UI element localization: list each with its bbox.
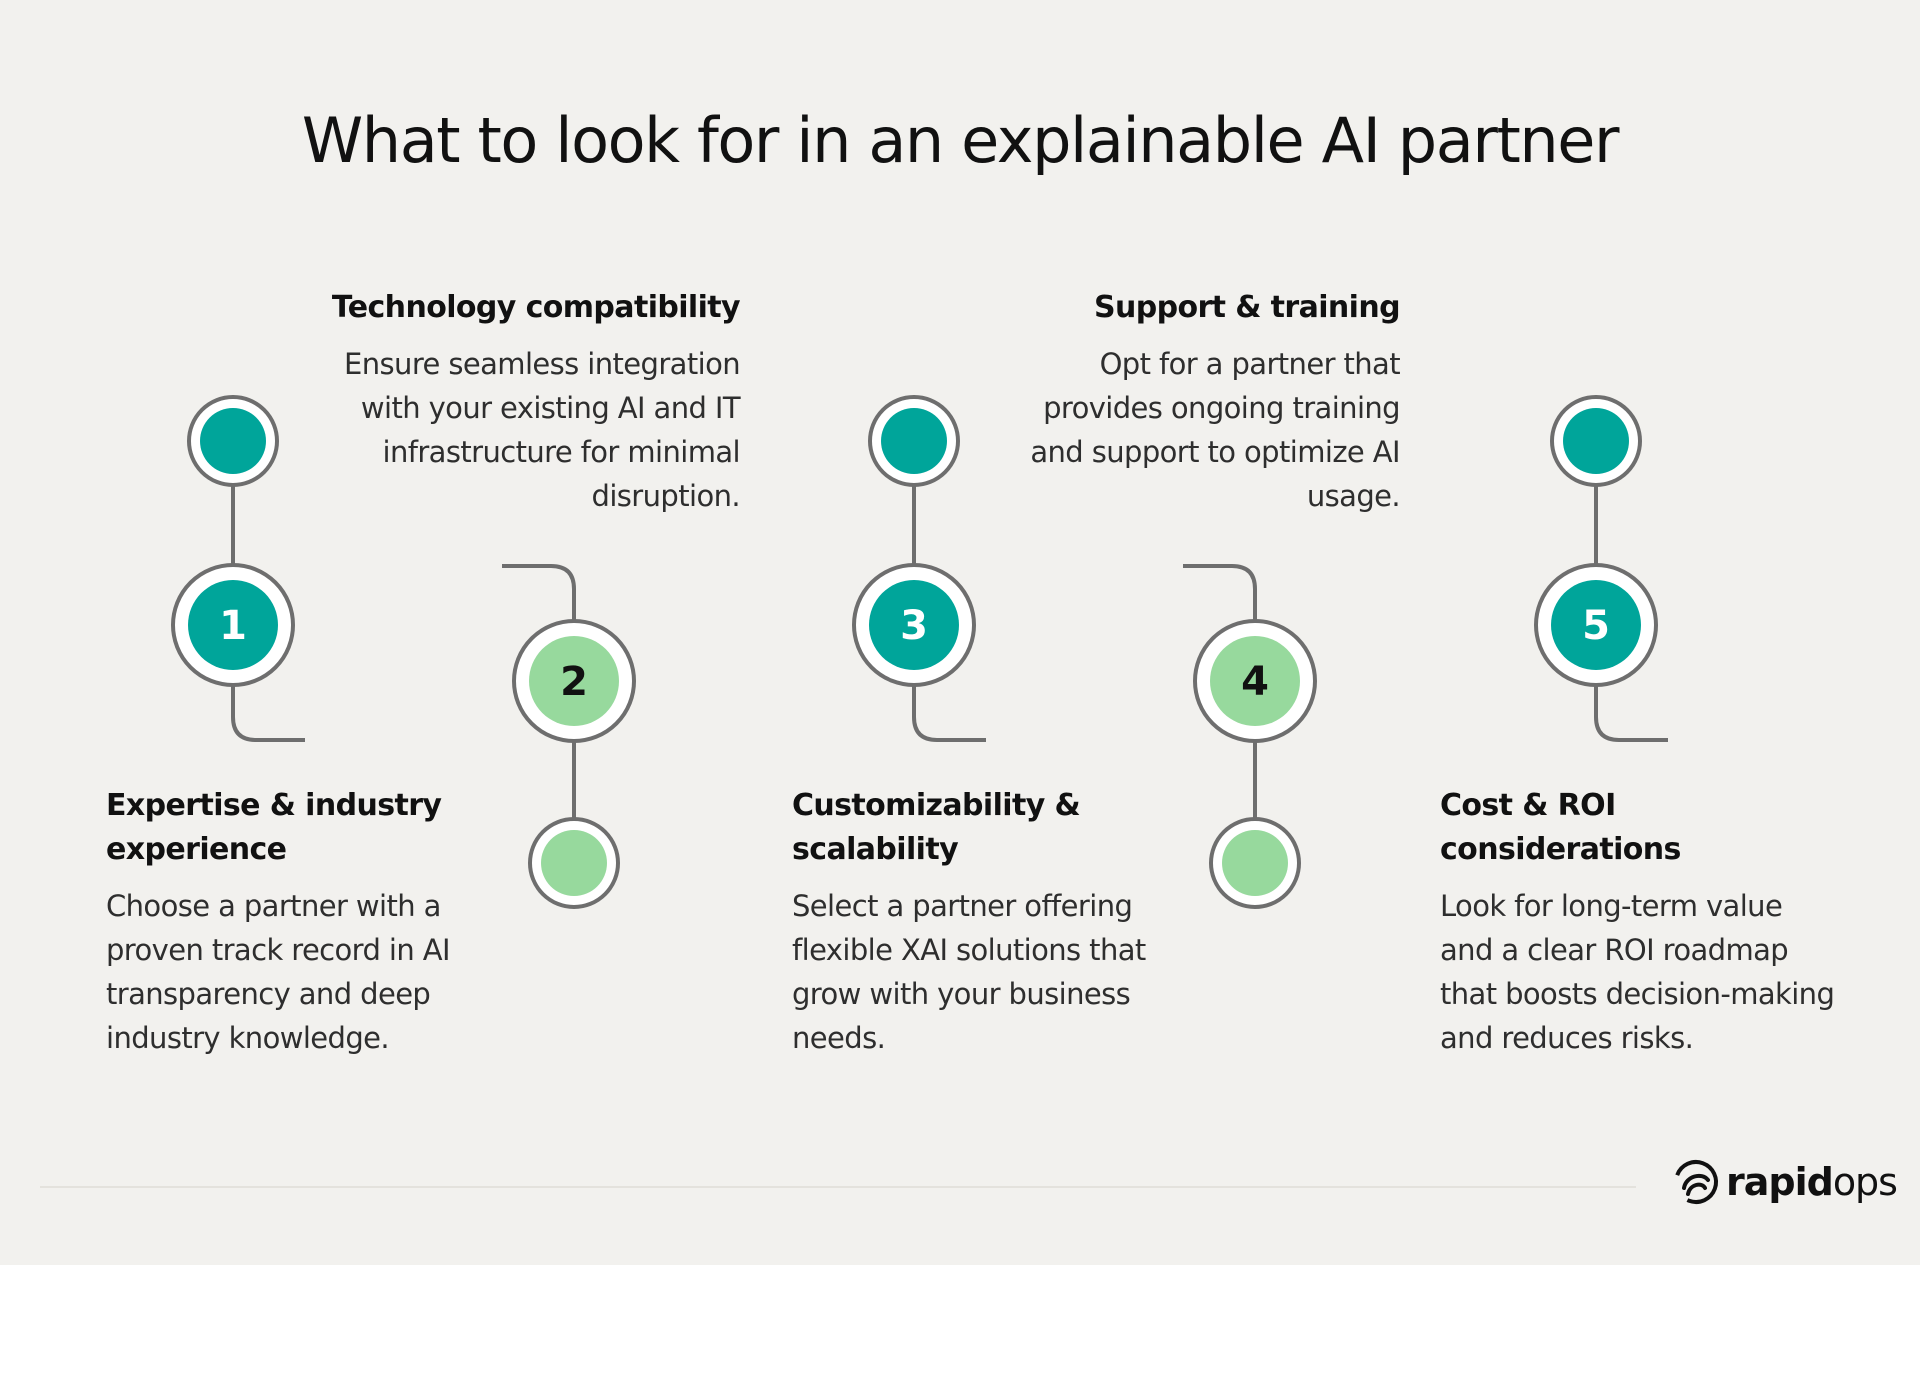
step-5-hook <box>1594 685 1668 742</box>
step-1-heading: Expertise & industry experience <box>106 788 442 867</box>
step-2-hook <box>502 564 576 621</box>
rapidops-logo: rapidops <box>1672 1158 1898 1206</box>
infographic-canvas: What to look for in an explainable AI pa… <box>0 0 1920 1265</box>
step-2-heading: Technology compatibility <box>331 290 741 325</box>
footer-divider <box>40 1186 1636 1188</box>
step-3-description: Select a partner offering flexible XAI s… <box>792 889 1146 1055</box>
step-5-heading: Cost & ROI considerations <box>1440 788 1681 867</box>
step-2-number: 2 <box>560 659 588 705</box>
step-3-hook <box>912 685 986 742</box>
page-title: What to look for in an explainable AI pa… <box>301 104 1620 177</box>
step-3-small-dot <box>881 408 947 474</box>
logo-wordmark: rapidops <box>1726 1160 1898 1204</box>
step-1-small-dot <box>200 408 266 474</box>
steps-diagram: 1 2 3 4 5 <box>171 395 1668 909</box>
step-3-number: 3 <box>900 603 928 649</box>
step-2-description: Ensure seamless integration with your ex… <box>344 347 741 513</box>
step-3-heading: Customizability & scalability <box>792 788 1081 867</box>
step-1-number: 1 <box>219 603 247 649</box>
step-4-description: Opt for a partner that provides ongoing … <box>1030 347 1400 513</box>
step-5-badge <box>1551 580 1641 670</box>
step-4-badge <box>1210 636 1300 726</box>
step-1-hook <box>231 685 305 742</box>
step-5-small-dot <box>1563 408 1629 474</box>
step-1-text: Expertise & industry experience Choose a… <box>106 784 486 1060</box>
step-1-badge <box>188 580 278 670</box>
step-4-small-dot <box>1222 830 1288 896</box>
step-5-description: Look for long-term value and a clear ROI… <box>1440 889 1835 1055</box>
step-2-text: Technology compatibility Ensure seamless… <box>316 286 741 518</box>
step-3-badge <box>869 580 959 670</box>
step-2-badge <box>529 636 619 726</box>
step-5-text: Cost & ROI considerations Look for long-… <box>1440 784 1840 1060</box>
step-4-number: 4 <box>1241 659 1269 705</box>
step-1-description: Choose a partner with a proven track rec… <box>106 889 451 1055</box>
step-4-hook <box>1183 564 1257 621</box>
step-2-small-dot <box>541 830 607 896</box>
step-5-number: 5 <box>1582 603 1610 649</box>
step-3-text: Customizability & scalability Select a p… <box>792 784 1152 1060</box>
step-4-text: Support & training Opt for a partner tha… <box>1016 286 1400 518</box>
step-4-heading: Support & training <box>1093 290 1401 325</box>
rapidops-swirl-icon <box>1674 1160 1718 1204</box>
